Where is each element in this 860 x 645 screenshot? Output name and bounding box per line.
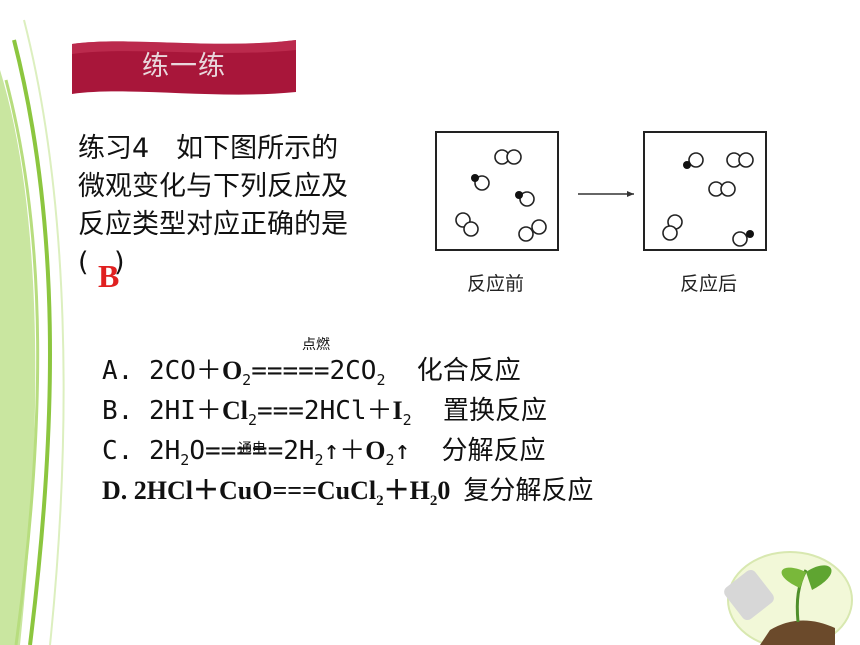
option-d: D. 2HCl＋CuO===CuCl2＋H20 复分解反应 — [102, 476, 594, 510]
question-line-1: 练习4 如下图所示的 — [78, 133, 339, 164]
option-b: B. 2HI＋Cl2===2HCl＋I2 置换反应 — [102, 396, 548, 430]
label-after: 反应后 — [680, 273, 737, 295]
option-a-condition: 点燃 — [302, 337, 330, 353]
answer-parentheses: ( ) — [78, 244, 428, 282]
answer-text: B — [98, 258, 120, 294]
title-banner — [72, 40, 296, 95]
question-text: 练习4 如下图所示的 微观变化与下列反应及 反应类型对应正确的是 ( ) — [78, 130, 428, 282]
option-c: C. 2H2O=====2H2↑＋O2↑ 分解反应 — [102, 436, 546, 470]
option-a: A. 2CO＋O2=====2CO2 化合反应 — [102, 356, 521, 390]
paren-open: ( — [78, 247, 89, 278]
label-before: 反应前 — [467, 273, 524, 295]
paren-close: ) — [114, 247, 125, 278]
molecules-before — [455, 149, 547, 242]
lightbulb-plant-icon — [724, 551, 853, 645]
question-line-2: 微观变化与下列反应及 — [78, 171, 348, 202]
molecules-after — [662, 152, 754, 247]
question-line-3: 反应类型对应正确的是 — [78, 209, 348, 240]
atoms-after — [683, 161, 754, 238]
banner-title: 练一练 — [142, 51, 226, 82]
reaction-diagram: 反应前 反应后 — [435, 131, 767, 295]
arrow-icon — [627, 191, 634, 197]
option-c-condition: 通电 — [238, 441, 266, 457]
atoms-before — [471, 174, 523, 199]
